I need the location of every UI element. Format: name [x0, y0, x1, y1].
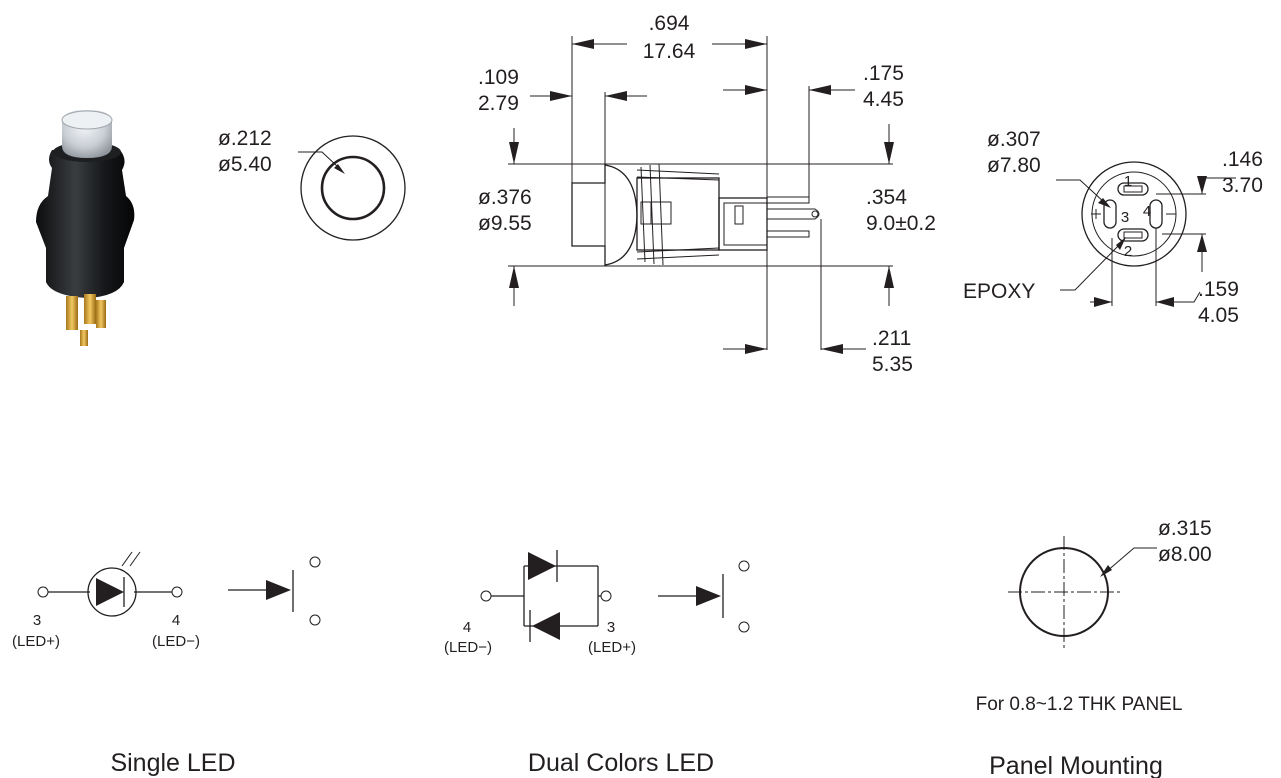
side-term-mm: 5.35 [872, 353, 913, 376]
side-dia-in: ø.376 [478, 186, 532, 209]
side-view [508, 36, 894, 354]
dual-pin-left: 4 [463, 619, 471, 636]
dual-led-schematic [480, 550, 750, 642]
panel-cutout [1008, 536, 1157, 648]
single-led-caption: Single LED [110, 749, 235, 777]
side-height-mm: 9.0±0.2 [866, 212, 936, 235]
single-label-left: (LED+) [12, 633, 60, 650]
rear-pin-1: 1 [1124, 173, 1132, 190]
single-led-schematic [37, 551, 321, 626]
single-pin-left: 3 [33, 612, 41, 629]
side-bezel-in: .109 [478, 66, 519, 89]
panel-dia-in: ø.315 [1158, 517, 1212, 540]
single-label-right: (LED−) [152, 633, 200, 650]
side-bezel-mm: 2.79 [478, 92, 519, 115]
rear-a-in: .146 [1222, 148, 1263, 171]
rear-a-mm: 3.70 [1222, 174, 1263, 197]
rear-dia-mm: ø7.80 [987, 154, 1041, 177]
front-view [298, 135, 406, 241]
dual-label-right: (LED+) [588, 639, 636, 656]
side-dia-mm: ø9.55 [478, 212, 532, 235]
rear-pin-2: 2 [1124, 243, 1132, 260]
single-pin-right: 4 [172, 612, 180, 629]
rear-b-mm: 4.05 [1198, 304, 1239, 327]
dual-label-left: (LED−) [444, 639, 492, 656]
product-photo [36, 110, 135, 346]
rear-view [1056, 161, 1236, 307]
side-height-in: .354 [866, 186, 907, 209]
rear-epoxy-label: EPOXY [963, 280, 1035, 303]
panel-mounting-caption: Panel Mounting [989, 752, 1163, 778]
rear-pin-3: 3 [1121, 209, 1129, 226]
side-length-mm: 17.64 [643, 40, 696, 63]
rear-dia-in: ø.307 [987, 128, 1041, 151]
side-tab-mm: 4.45 [863, 88, 904, 111]
front-dia-in: ø.212 [218, 127, 272, 150]
dual-pin-right: 3 [607, 619, 615, 636]
dual-led-caption: Dual Colors LED [528, 749, 714, 777]
side-tab-in: .175 [863, 62, 904, 85]
side-length-in: .694 [649, 12, 690, 35]
rear-b-in: .159 [1198, 278, 1239, 301]
panel-dia-mm: ø8.00 [1158, 543, 1212, 566]
rear-pin-4: 4 [1143, 203, 1151, 220]
front-dia-mm: ø5.40 [218, 153, 272, 176]
side-term-in: .211 [872, 327, 911, 350]
panel-thickness-note: For 0.8~1.2 THK PANEL [976, 694, 1183, 715]
